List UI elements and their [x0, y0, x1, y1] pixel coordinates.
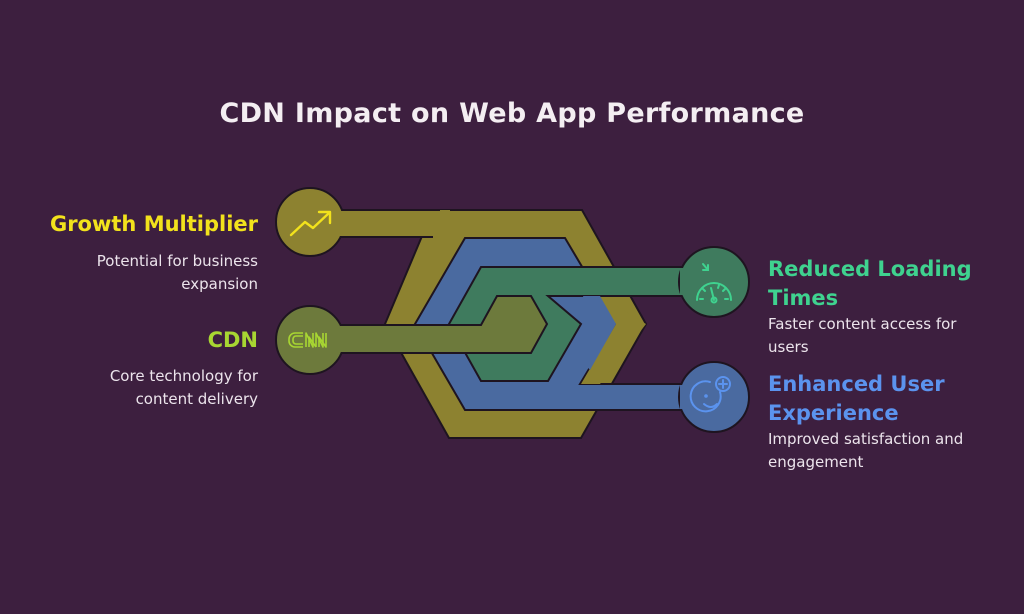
cnn-logo-icon	[288, 332, 327, 348]
growth-description-line-1: Potential for business	[96, 252, 258, 270]
growth-description-line-2: expansion	[181, 275, 258, 293]
cdn-label: CDN Core technology for content delivery	[110, 326, 258, 411]
cdn-title: CDN	[207, 328, 258, 352]
experience-description-line-1: Improved satisfaction and	[768, 430, 964, 448]
loading-description-line-2: users	[768, 338, 809, 356]
cdn-description-line-1: Core technology for	[109, 367, 258, 385]
speedometer-icon	[696, 263, 732, 304]
growth-title: Growth Multiplier	[49, 212, 258, 236]
growth-label: Growth Multiplier Potential for business…	[50, 210, 258, 296]
loading-title-line-2: Times	[768, 286, 839, 310]
smiley-plus-icon	[689, 376, 731, 413]
experience-title-line-2: Experience	[768, 401, 899, 425]
experience-label: Enhanced User Experience Improved satisf…	[768, 370, 963, 474]
experience-node	[678, 361, 750, 433]
trend-up-icon	[289, 210, 332, 237]
cdn-description-line-2: content delivery	[135, 390, 258, 408]
loading-title-line-1: Reduced Loading	[768, 257, 972, 281]
loading-description-line-1: Faster content access for	[768, 315, 957, 333]
loading-label: Reduced Loading Times Faster content acc…	[768, 255, 972, 359]
page-title: CDN Impact on Web App Performance	[219, 98, 805, 129]
experience-title-line-1: Enhanced User	[768, 372, 945, 396]
experience-description-line-2: engagement	[768, 453, 864, 471]
